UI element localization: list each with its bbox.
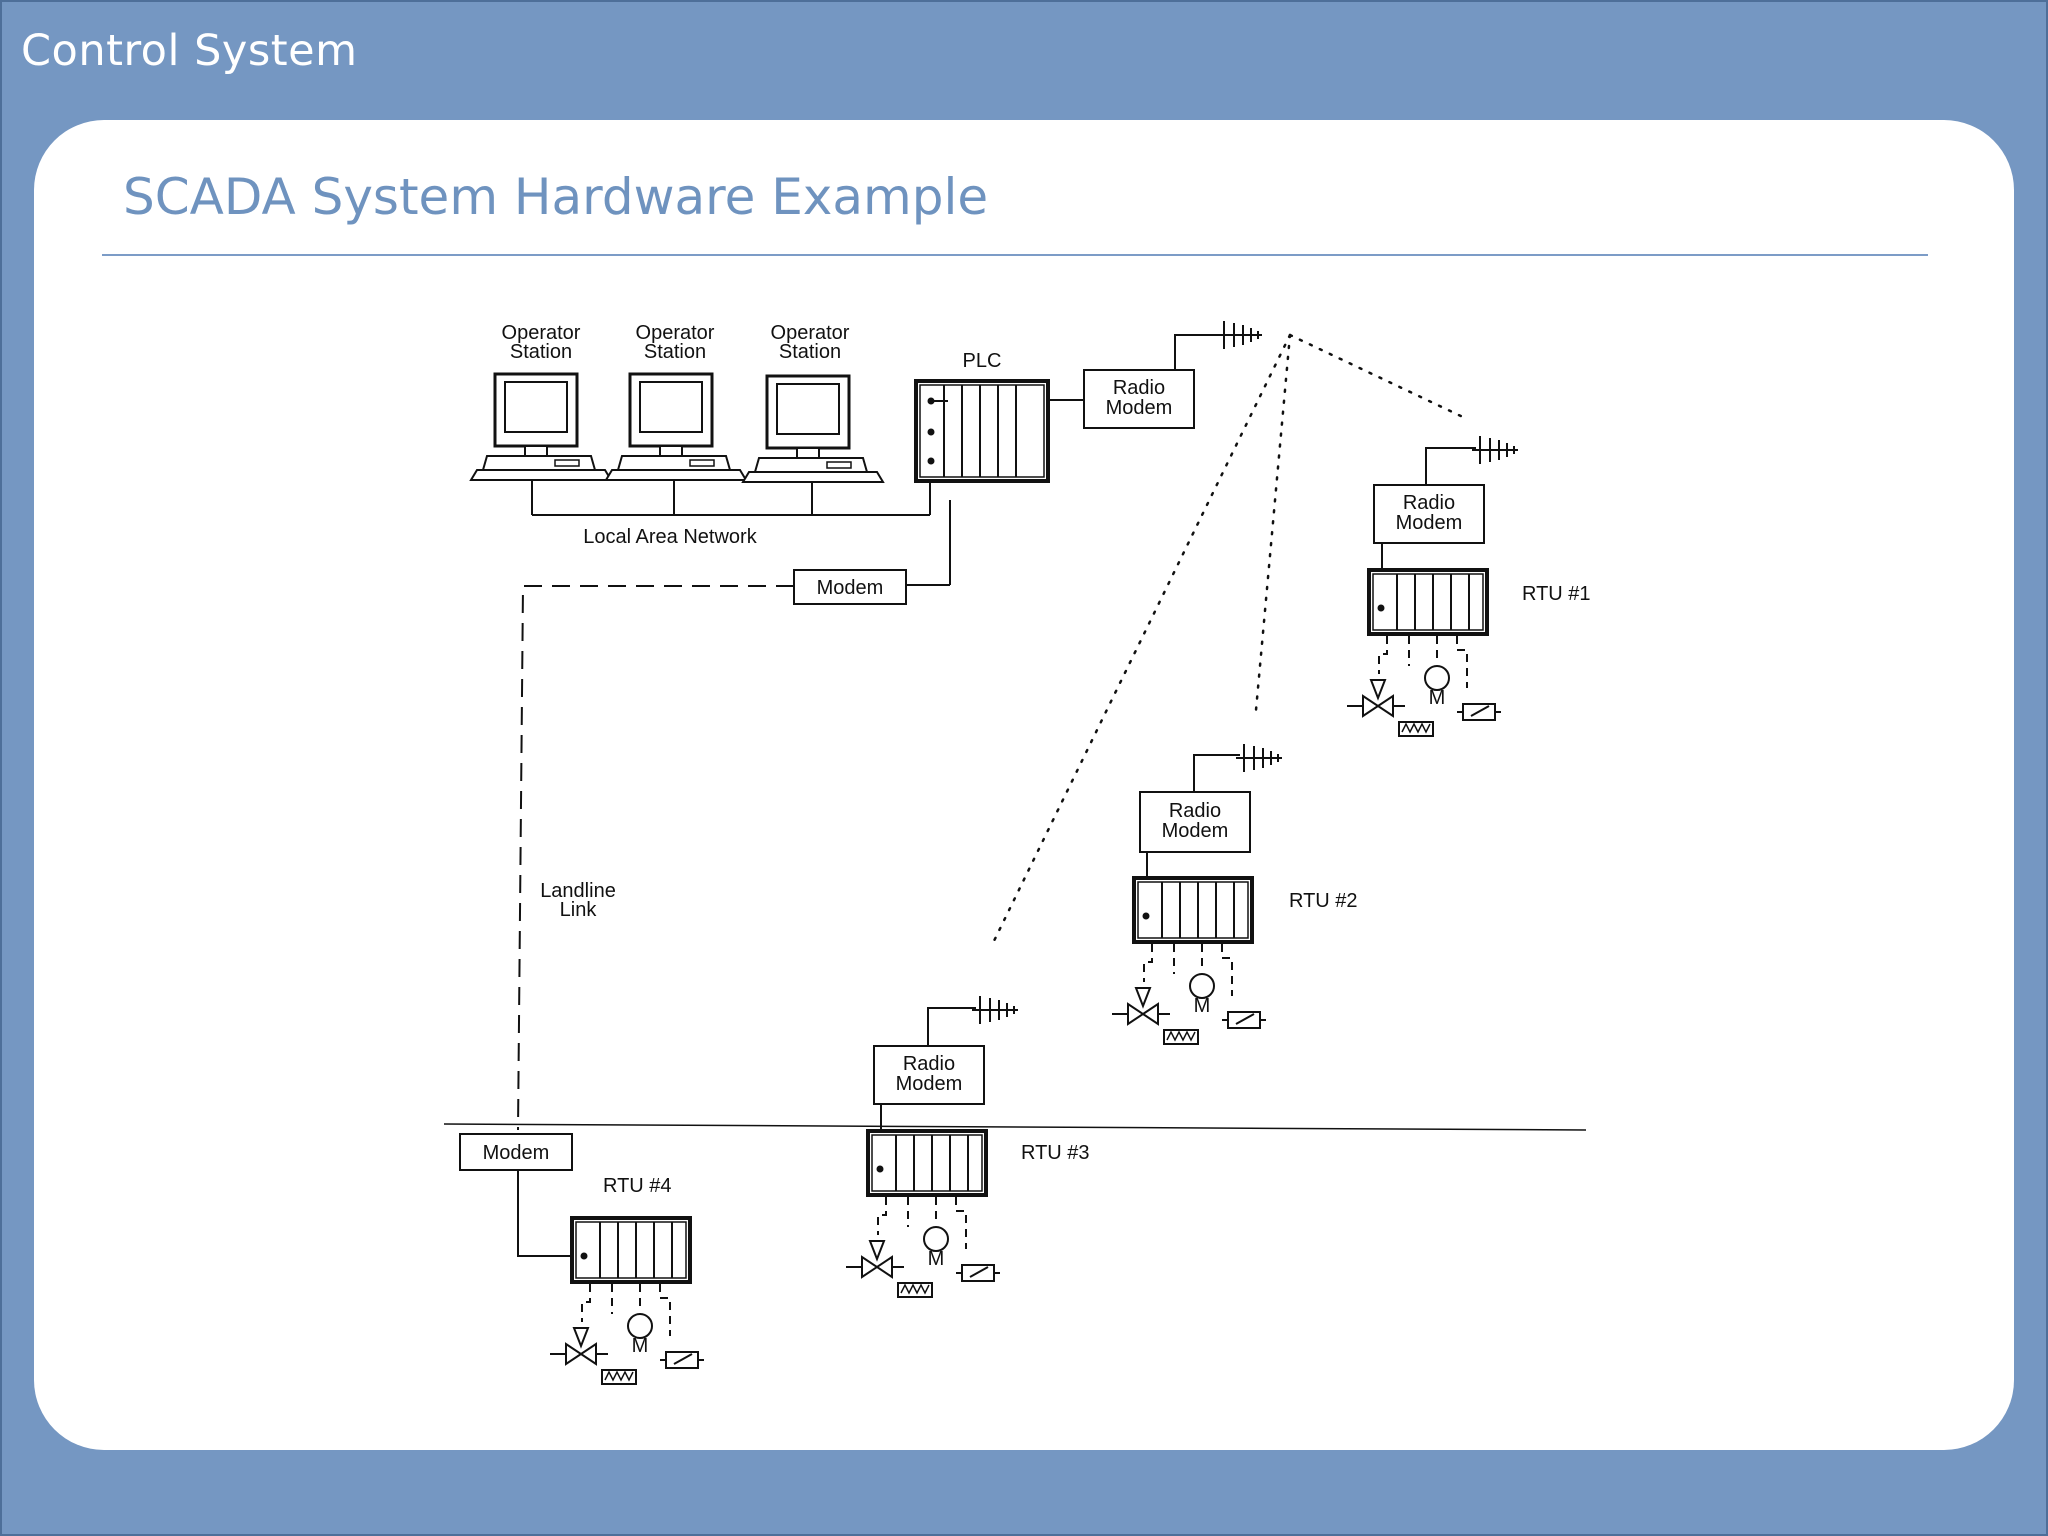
slide-title: SCADA System Hardware Example <box>123 168 989 226</box>
slide-card <box>34 120 2014 1450</box>
field-devices <box>1111 943 1267 1045</box>
field-devices <box>845 1196 1001 1298</box>
rtu-rack <box>570 1216 692 1284</box>
landline-label: Landline <box>540 880 616 902</box>
motor-label: M <box>1194 995 1211 1017</box>
rtu-label: RTU #2 <box>1289 890 1358 912</box>
field-devices <box>549 1283 705 1385</box>
radio-modem-label: Modem <box>896 1073 963 1095</box>
landline-label: Link <box>560 899 598 921</box>
header-title: Control System <box>21 26 358 76</box>
operator-station-label: Operator <box>771 322 850 344</box>
radio-modem-label: Radio <box>1169 800 1221 822</box>
rtu-rack <box>1367 568 1489 636</box>
rtu-label: RTU #1 <box>1522 583 1591 605</box>
antenna-icon <box>971 995 1019 1025</box>
rtu-label: RTU #3 <box>1021 1142 1090 1164</box>
title-divider <box>102 254 1928 256</box>
rtu-3: Radio Modem M RTU #3 <box>845 995 1090 1298</box>
rtu-rack <box>1132 876 1254 944</box>
radio-modem-main: Radio Modem <box>1083 320 1263 429</box>
central-modem: Modem Landline Link <box>517 569 950 1131</box>
operator-station-2: Operator Station <box>604 322 748 482</box>
plc: PLC <box>914 350 1084 585</box>
operator-station-label: Operator <box>502 322 581 344</box>
computer-icon <box>469 372 613 482</box>
operator-station-label: Station <box>779 341 841 363</box>
field-devices <box>1346 635 1502 737</box>
computer-icon <box>604 372 748 482</box>
radio-modem-label: Modem <box>1396 512 1463 534</box>
lan-label: Local Area Network <box>583 526 757 548</box>
ground-line <box>443 1123 1587 1131</box>
operator-station-1: Operator Station <box>469 322 613 482</box>
operator-station-3: Operator Station <box>741 322 885 484</box>
antenna-icon <box>1471 435 1519 465</box>
motor-label: M <box>1429 687 1446 709</box>
antenna-icon <box>1215 320 1263 350</box>
radio-modem-label: Modem <box>1106 397 1173 419</box>
modem-label: Modem <box>817 577 884 599</box>
operator-station-label: Station <box>510 341 572 363</box>
local-area-network: Local Area Network <box>531 433 931 548</box>
plc-label: PLC <box>963 350 1002 372</box>
motor-label: M <box>928 1248 945 1270</box>
rtu-4: Modem M RTU #4 <box>459 1133 705 1385</box>
radio-modem-label: Modem <box>1162 820 1229 842</box>
antenna-icon <box>1235 743 1283 773</box>
rtu-1: Radio Modem M RTU #1 <box>1346 435 1591 737</box>
radio-modem-label: Radio <box>1113 377 1165 399</box>
operator-station-label: Operator <box>636 322 715 344</box>
computer-icon <box>741 374 885 484</box>
rtu-2: Radio Modem M RTU #2 <box>1111 743 1358 1045</box>
radio-modem-label: Radio <box>1403 492 1455 514</box>
radio-modem-label: Radio <box>903 1053 955 1075</box>
radio-links <box>990 333 1467 947</box>
rtu-label: RTU #4 <box>603 1175 672 1197</box>
motor-label: M <box>632 1335 649 1357</box>
modem-label: Modem <box>483 1142 550 1164</box>
rtu-rack <box>866 1129 988 1197</box>
operator-station-label: Station <box>644 341 706 363</box>
